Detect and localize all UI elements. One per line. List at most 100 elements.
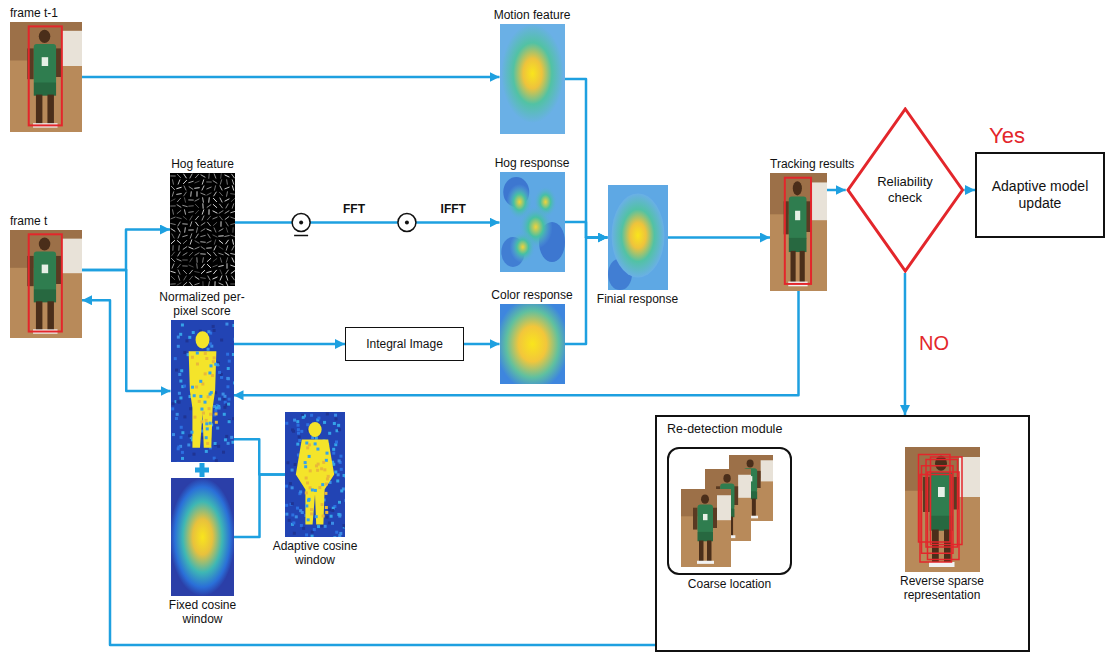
hog-cell: [220, 179, 221, 184]
hog-cell: [172, 209, 173, 214]
map-speckle: [305, 533, 308, 536]
hog-cell: [183, 270, 187, 274]
node-label: frame t-1: [10, 6, 90, 20]
map-speckle: [220, 376, 223, 379]
map-speckle: [193, 416, 196, 419]
hog-cell: [201, 264, 204, 268]
hog-cell: [195, 181, 200, 183]
map-speckle: [231, 353, 233, 356]
hog-cell: [182, 259, 187, 260]
illustration: [500, 172, 565, 272]
hog-cell: [200, 235, 205, 236]
map-speckle: [180, 369, 183, 372]
hog-cell: [195, 174, 199, 178]
illustration: [608, 185, 668, 290]
map-speckle: [344, 499, 345, 502]
map-speckle: [208, 371, 211, 374]
hog-cell: [200, 253, 205, 254]
hog-cell: [225, 270, 228, 274]
map-speckle: [332, 452, 335, 455]
hog-cell: [231, 174, 234, 178]
window-map: Adaptive cosine window: [270, 412, 360, 567]
hog-cell: [230, 283, 235, 284]
product-dot: [405, 221, 409, 225]
map-blob: [171, 478, 234, 596]
hog-cell: [201, 246, 205, 249]
illustration: [170, 173, 235, 286]
map-speckle: [320, 467, 323, 470]
image-panel: [608, 185, 668, 290]
hog-cell: [213, 235, 218, 237]
image-panel: [285, 412, 345, 537]
hog-cell: [213, 198, 217, 202]
flow-arrow: [234, 343, 346, 346]
response-map: Finial response: [590, 185, 685, 306]
target-box: [29, 26, 62, 125]
candidate-frame: Reverse sparse representation: [892, 447, 992, 602]
map-speckle: [308, 443, 311, 446]
hog-cell: [190, 221, 192, 226]
map-speckle: [201, 382, 204, 385]
hog-cell: [195, 199, 200, 201]
map-speckle: [328, 432, 331, 435]
map-speckle: [332, 448, 335, 451]
image-panel: [170, 173, 235, 286]
map-speckle: [197, 400, 200, 403]
map-speckle: [343, 474, 345, 477]
hog-cell: [172, 191, 174, 196]
hog-cell: [226, 257, 227, 262]
map-speckle: [306, 446, 309, 449]
head: [39, 238, 51, 251]
map-speckle: [318, 486, 321, 489]
image-panel: [171, 478, 234, 596]
leg: [36, 95, 42, 125]
map-speckle: [325, 459, 328, 462]
hog-cell: [219, 204, 222, 208]
map-speckle: [334, 471, 337, 474]
hog-cell: [208, 209, 209, 214]
hog-cell: [176, 217, 181, 218]
candidate-box: [921, 466, 953, 554]
map-speckle: [291, 502, 294, 505]
hog-cell: [213, 222, 217, 226]
hog-cell: [218, 253, 223, 255]
map-speckle: [232, 324, 234, 327]
hog-cell: [230, 253, 235, 254]
hog-cell: [177, 264, 180, 268]
image-panel: [10, 22, 82, 132]
map-speckle: [310, 414, 313, 417]
figure-head: [308, 422, 321, 437]
map-speckle: [311, 488, 314, 491]
map-speckle: [217, 406, 220, 409]
illustration: [500, 304, 565, 384]
map-speckle: [339, 455, 342, 458]
hog-cell: [219, 192, 223, 196]
map-speckle: [200, 420, 203, 423]
map-speckle: [192, 394, 195, 397]
map-speckle: [285, 504, 288, 507]
map-speckle: [190, 356, 193, 359]
jersey-number: [42, 265, 48, 274]
photo-ground: [681, 489, 731, 567]
hog-cell: [219, 283, 224, 285]
map-speckle: [309, 469, 312, 472]
hog-cell: [208, 281, 209, 286]
hog-cell: [202, 281, 203, 286]
map-speckle: [324, 492, 327, 495]
hog-cell: [220, 270, 222, 275]
hog-cell: [194, 283, 199, 285]
map-speckle: [230, 436, 233, 439]
map-speckle: [206, 348, 209, 351]
map-speckle: [338, 501, 341, 504]
response-map: Color response: [487, 288, 577, 384]
operation-label: IFFT: [439, 202, 468, 216]
hog-cell: [189, 187, 193, 190]
map-speckle: [195, 385, 198, 388]
map-speckle: [305, 441, 308, 444]
map-speckle: [227, 360, 230, 363]
node-label: Finial response: [590, 292, 685, 306]
hog-cell: [170, 271, 175, 273]
map-speckle: [214, 406, 217, 409]
illustration: [10, 22, 82, 132]
hog-cell: [177, 240, 181, 244]
